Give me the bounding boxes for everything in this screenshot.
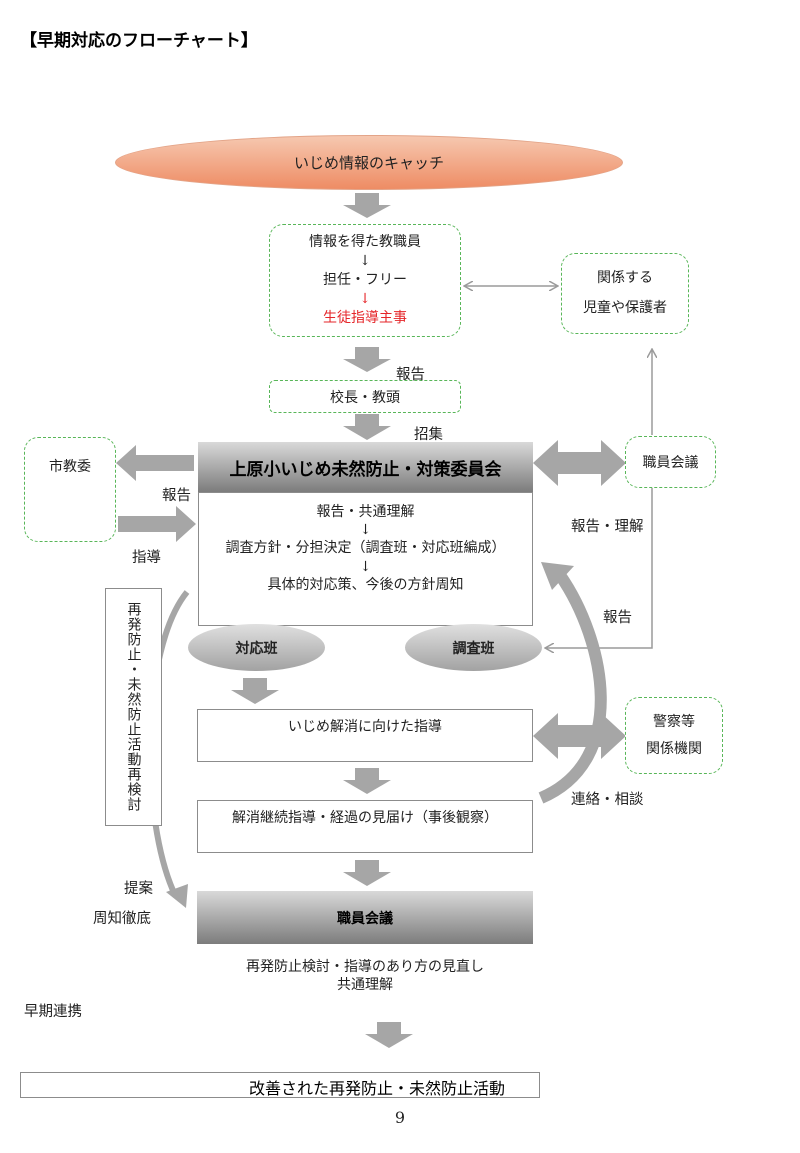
arrow-catch-to-teacher <box>343 193 391 218</box>
police-line1: 警察等 <box>653 713 695 730</box>
staff-meeting-bottom-label: 職員会議 <box>337 910 393 927</box>
catch-label: いじめ情報のキャッチ <box>293 154 444 172</box>
label-proposal: 提案 <box>124 881 153 897</box>
guidance-label: いじめ解消に向けた指導 <box>288 719 442 735</box>
city-board-box: 市教委 <box>24 437 116 542</box>
result-box: 改善された再発防止・未然防止活動 <box>20 1072 540 1098</box>
teacher-arrow1: ↓ <box>359 253 371 270</box>
principal-label: 校長・教頭 <box>330 389 400 406</box>
related-line1: 関係する <box>597 270 653 287</box>
guidance-box: いじめ解消に向けた指導 <box>197 709 533 762</box>
page-number: 9 <box>394 1108 406 1127</box>
principal-box: 校長・教頭 <box>269 380 461 413</box>
followup-label: 解消継続指導・経過の見届け（事後観察） <box>232 810 498 826</box>
staff-meeting-right-box: 職員会議 <box>625 436 716 488</box>
arrow-guidance-to-followup <box>343 768 391 794</box>
teacher-line3: 生徒指導主事 <box>323 309 407 326</box>
process-arrow1: ↓ <box>359 522 372 539</box>
teacher-arrow2: ↓ <box>359 290 371 307</box>
catch-oval: いじめ情報のキャッチ <box>115 135 623 190</box>
investigation-team-oval: 調査班 <box>405 624 542 671</box>
review-line1: 再発防止検討・指導のあり方の見直し <box>246 959 484 975</box>
label-contact-consult: 連絡・相談 <box>571 792 644 808</box>
label-dissemination: 周知徹底 <box>93 911 151 927</box>
label-early-link: 早期連携 <box>24 1004 82 1020</box>
committee-label: 上原小いじめ未然防止・対策委員会 <box>229 459 502 480</box>
arrow-to-result <box>365 1022 413 1048</box>
arrow-committee-staff <box>533 440 626 486</box>
arrow-followup-to-meeting <box>343 860 391 886</box>
staff-meeting-bottom-header: 職員会議 <box>197 891 533 944</box>
teacher-box: 情報を得た教職員 ↓ 担任・フリー ↓ 生徒指導主事 <box>269 224 461 337</box>
followup-box: 解消継続指導・経過の見届け（事後観察） <box>197 800 533 853</box>
label-report-principal: 報告 <box>396 367 425 383</box>
response-team-label: 対応班 <box>235 640 278 657</box>
page-title: 【早期対応のフローチャート】 <box>20 31 258 51</box>
police-box: 警察等 関係機関 <box>625 697 723 774</box>
related-box: 関係する 児童や保護者 <box>561 253 689 334</box>
label-instruct: 指導 <box>132 550 161 566</box>
review-text: 再発防止検討・指導のあり方の見直し 共通理解 <box>197 958 533 994</box>
label-report-right: 報告 <box>603 610 632 626</box>
arrow-teacher-to-principal <box>343 347 391 372</box>
staff-meeting-right-label: 職員会議 <box>642 455 699 471</box>
recurrence-review-label: 再発防止・未然防止活動再検討 <box>125 602 142 812</box>
investigation-team-label: 調査班 <box>452 640 495 657</box>
arrow-guidance-police <box>533 713 626 759</box>
label-report-city: 報告 <box>162 488 191 504</box>
arrow-teams-to-guidance <box>231 678 279 704</box>
process-line1: 報告・共通理解 <box>316 504 415 520</box>
city-board-label: 市教委 <box>49 459 91 475</box>
curve-feedback-right <box>538 571 607 804</box>
teacher-line1: 情報を得た教職員 <box>309 234 421 251</box>
review-line2: 共通理解 <box>337 977 393 994</box>
recurrence-review-box: 再発防止・未然防止活動再検討 <box>105 588 162 826</box>
arrow-city-to-process <box>118 506 196 542</box>
label-convene: 招集 <box>414 427 443 443</box>
arrow-staff-to-investigation <box>546 488 653 648</box>
related-line2: 児童や保護者 <box>583 299 667 316</box>
response-team-oval: 対応班 <box>188 624 325 671</box>
process-line3: 具体的対応策、今後の方針周知 <box>267 576 464 593</box>
process-box: 報告・共通理解 ↓ 調査方針・分担決定（調査班・対応班編成） ↓ 具体的対応策、… <box>198 492 533 626</box>
police-line2: 関係機関 <box>646 740 702 757</box>
result-label: 改善された再発防止・未然防止活動 <box>249 1079 506 1098</box>
arrow-principal-to-committee <box>343 414 391 440</box>
arrow-committee-to-city <box>116 445 194 481</box>
committee-header: 上原小いじめ未然防止・対策委員会 <box>198 442 533 492</box>
teacher-line2: 担任・フリー <box>323 272 407 289</box>
process-arrow2: ↓ <box>359 558 372 575</box>
process-line2: 調査方針・分担決定（調査班・対応班編成） <box>225 540 506 557</box>
label-report-understand: 報告・理解 <box>571 519 644 535</box>
